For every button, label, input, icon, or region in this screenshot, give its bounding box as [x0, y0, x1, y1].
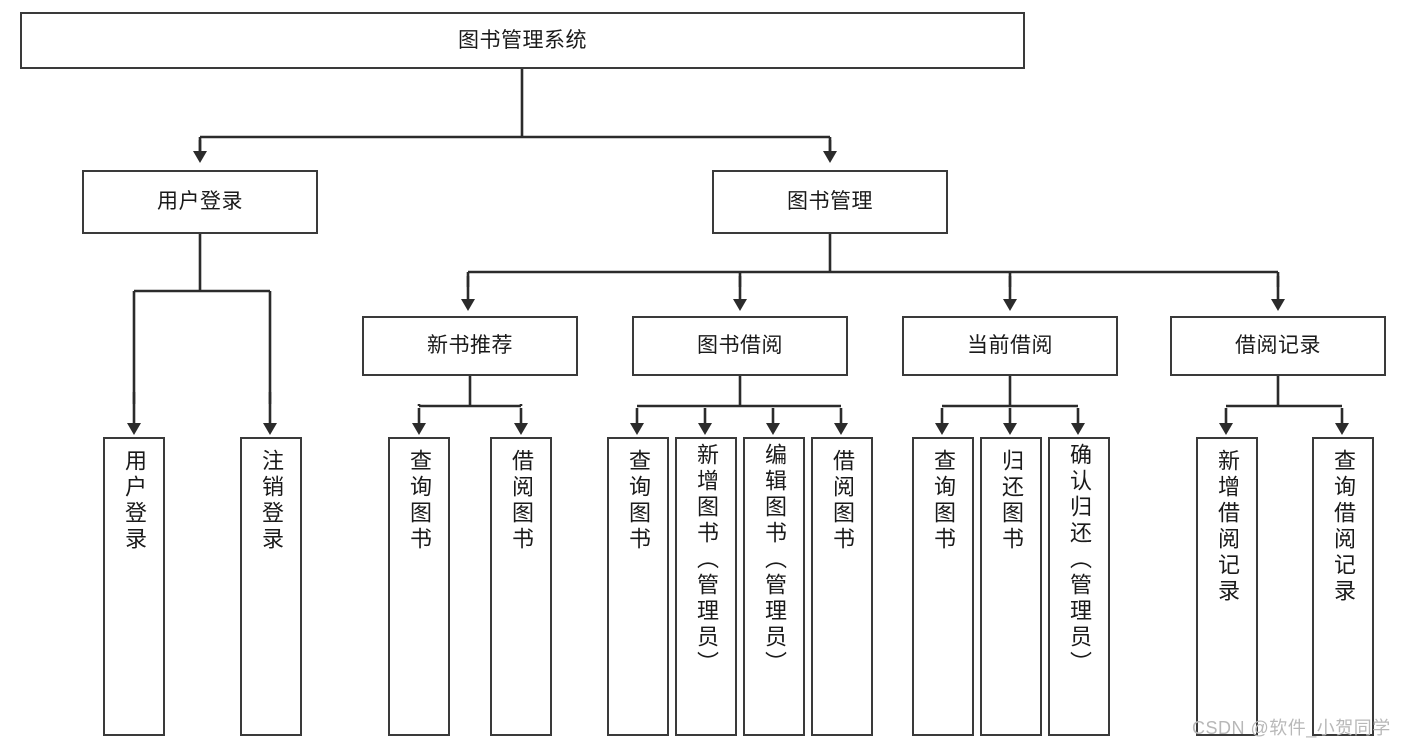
node-book-manage-label: 图书管理	[787, 190, 873, 214]
leaf-query-book-2-label: 查询图书	[626, 449, 651, 553]
leaf-return-book-label: 归还图书	[999, 449, 1024, 553]
leaf-borrow-book-2[interactable]: 借阅图书	[811, 437, 873, 736]
leaf-edit-book[interactable]: 编辑图书（管理员）	[743, 437, 805, 736]
node-borrow-record[interactable]: 借阅记录	[1170, 316, 1386, 376]
watermark: CSDN @软件_小贺同学	[1192, 718, 1391, 738]
leaf-confirm-return[interactable]: 确认归还（管理员）	[1048, 437, 1110, 736]
leaf-query-book-3-label: 查询图书	[931, 449, 956, 553]
node-root-label: 图书管理系统	[458, 28, 587, 52]
node-current-borrow-label: 当前借阅	[967, 334, 1053, 358]
leaf-borrow-book-1[interactable]: 借阅图书	[490, 437, 552, 736]
leaf-add-record[interactable]: 新增借阅记录	[1196, 437, 1258, 736]
leaf-add-book[interactable]: 新增图书（管理员）	[675, 437, 737, 736]
leaf-user-login-label: 用户登录	[122, 449, 147, 553]
node-user-login[interactable]: 用户登录	[82, 170, 318, 234]
leaf-edit-book-label: 编辑图书（管理员）	[762, 443, 787, 677]
leaf-query-book-1[interactable]: 查询图书	[388, 437, 450, 736]
leaf-query-book-1-label: 查询图书	[407, 449, 432, 553]
leaf-add-record-label: 新增借阅记录	[1215, 449, 1240, 605]
node-book-borrow[interactable]: 图书借阅	[632, 316, 848, 376]
leaf-add-book-label: 新增图书（管理员）	[694, 443, 719, 677]
leaf-query-record[interactable]: 查询借阅记录	[1312, 437, 1374, 736]
leaf-logout-login-label: 注销登录	[259, 449, 284, 553]
leaf-query-book-3[interactable]: 查询图书	[912, 437, 974, 736]
leaf-confirm-return-label: 确认归还（管理员）	[1067, 443, 1092, 677]
leaf-borrow-book-1-label: 借阅图书	[509, 449, 534, 553]
leaf-return-book[interactable]: 归还图书	[980, 437, 1042, 736]
node-new-book-recommend[interactable]: 新书推荐	[362, 316, 578, 376]
node-book-borrow-label: 图书借阅	[697, 334, 783, 358]
leaf-query-book-2[interactable]: 查询图书	[607, 437, 669, 736]
leaf-user-login[interactable]: 用户登录	[103, 437, 165, 736]
leaf-borrow-book-2-label: 借阅图书	[830, 449, 855, 553]
leaf-logout-login[interactable]: 注销登录	[240, 437, 302, 736]
node-book-manage[interactable]: 图书管理	[712, 170, 948, 234]
node-current-borrow[interactable]: 当前借阅	[902, 316, 1118, 376]
node-new-book-recommend-label: 新书推荐	[427, 334, 513, 358]
node-root[interactable]: 图书管理系统	[20, 12, 1025, 69]
node-borrow-record-label: 借阅记录	[1235, 334, 1321, 358]
leaf-query-record-label: 查询借阅记录	[1331, 449, 1356, 605]
node-user-login-label: 用户登录	[157, 190, 243, 214]
